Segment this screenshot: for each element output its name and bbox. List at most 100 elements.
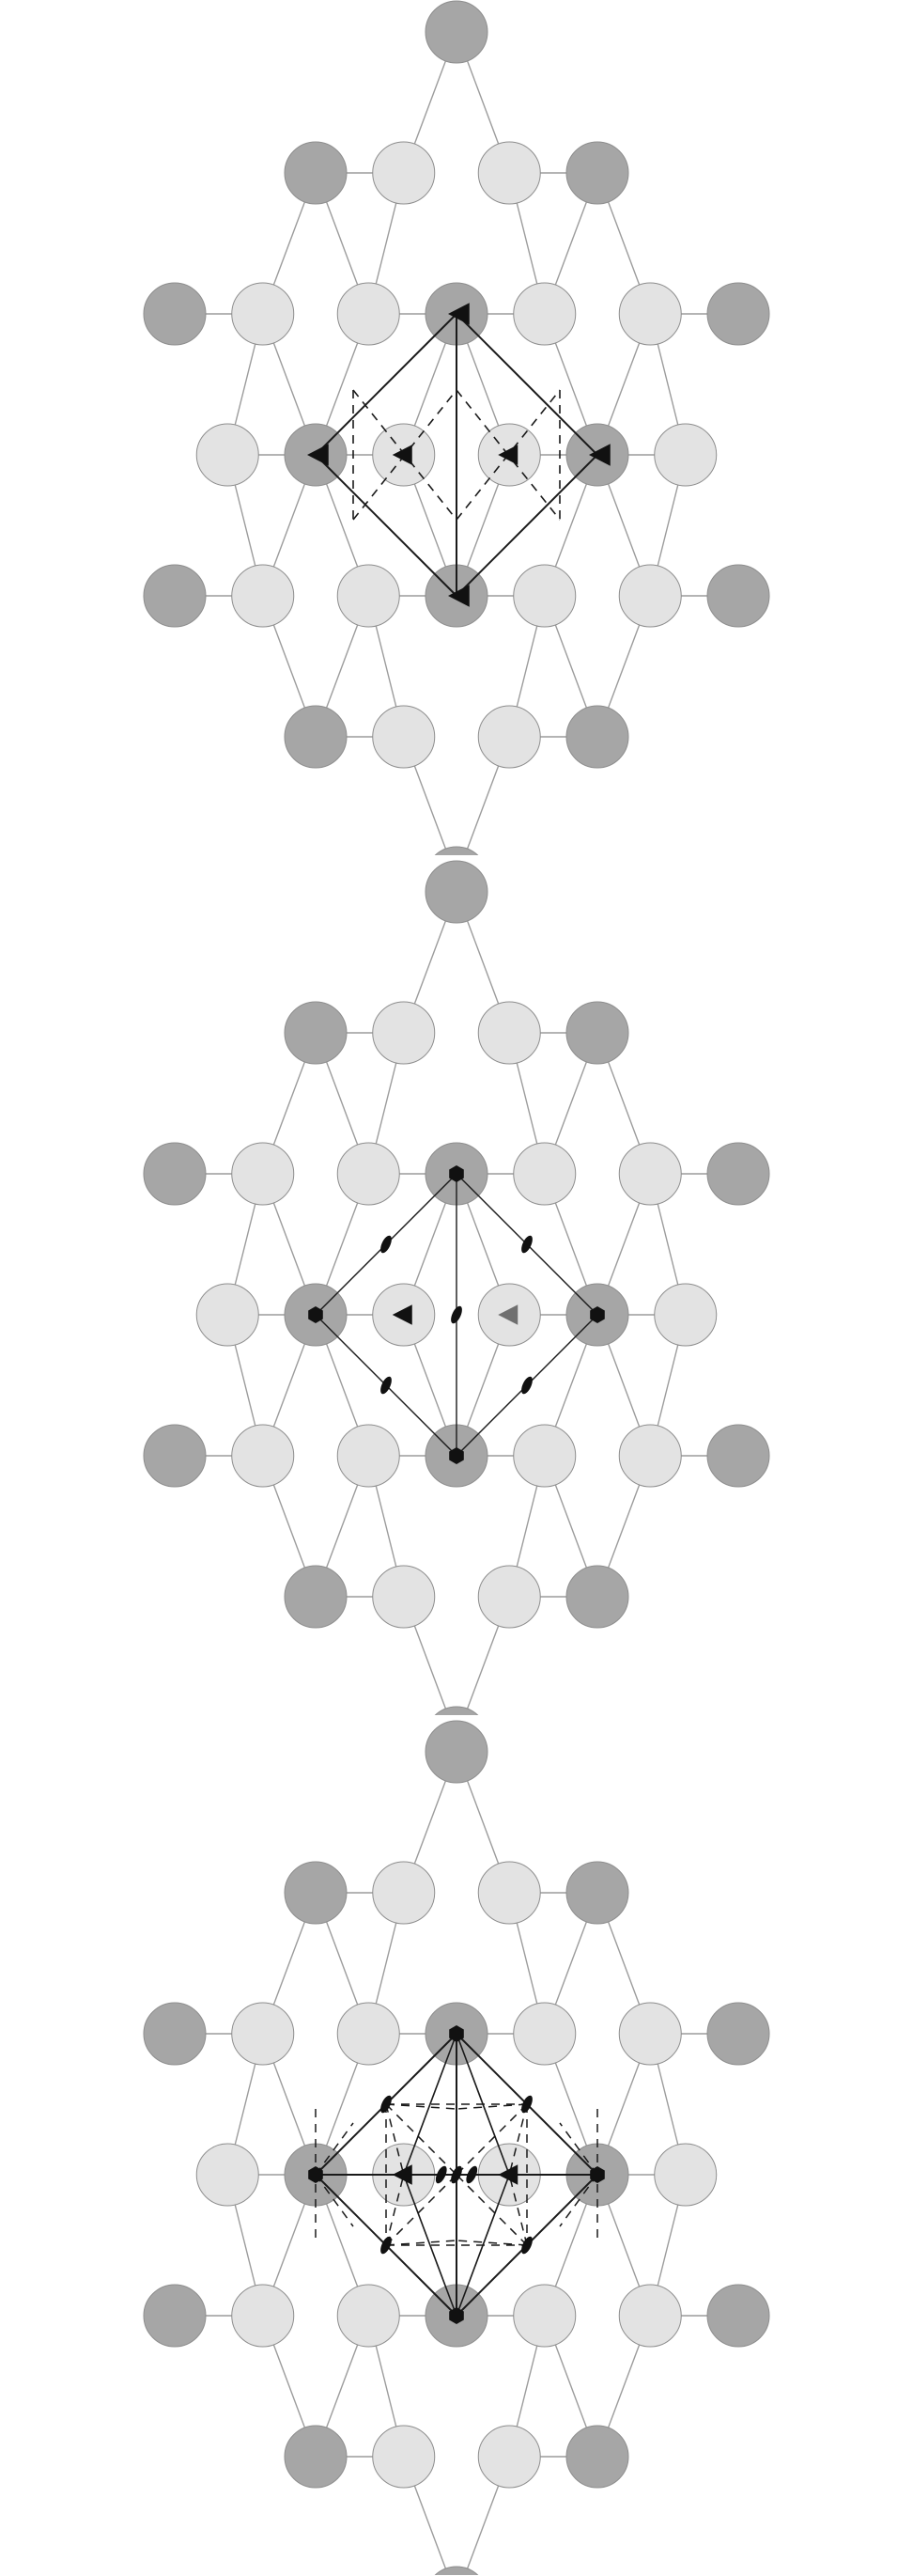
- dashed-line: [385, 2103, 457, 2176]
- dark-site: [425, 860, 488, 924]
- dark-site: [706, 564, 770, 628]
- light-site: [231, 2284, 295, 2348]
- two-fold-axis-icon: [451, 1305, 462, 1324]
- light-site: [477, 705, 541, 769]
- lattice-diagram-c: [143, 1720, 770, 2575]
- dark-site: [143, 1142, 207, 1206]
- cell-edge-line: [403, 2033, 457, 2176]
- three-fold-axis-icon: [392, 1304, 412, 1325]
- light-site: [618, 2284, 682, 2348]
- light-site: [336, 2002, 400, 2066]
- light-site: [654, 2143, 718, 2207]
- light-site: [618, 2002, 682, 2066]
- light-site: [231, 2002, 295, 2066]
- light-site: [513, 282, 577, 346]
- six-fold-axis-icon: [590, 2166, 605, 2183]
- lattice-diagram-b: [143, 860, 770, 1715]
- dashed-line: [508, 2103, 528, 2176]
- dashed-line: [385, 2033, 457, 2105]
- two-fold-axis-icon: [521, 1376, 533, 1395]
- panel-c: (в): [0, 1720, 913, 2575]
- dark-site: [706, 282, 770, 346]
- light-site: [654, 423, 718, 487]
- light-site: [336, 1142, 400, 1206]
- three-fold-axis-icon: [392, 445, 412, 465]
- dashed-line: [385, 2103, 457, 2110]
- six-fold-axis-icon: [308, 1306, 323, 1323]
- six-fold-axis-icon: [308, 2166, 323, 2183]
- dark-site: [434, 1706, 479, 1715]
- light-site: [231, 564, 295, 628]
- light-site: [513, 1424, 577, 1488]
- cell-edge-line: [315, 454, 457, 597]
- symmetry-symbols-c: [308, 2025, 605, 2324]
- light-site: [231, 1142, 295, 1206]
- light-site: [477, 1861, 541, 1925]
- dashed-line: [385, 2174, 405, 2246]
- cell-edge-line: [403, 2174, 457, 2317]
- dark-site: [284, 1861, 348, 1925]
- dashed-line: [456, 2103, 528, 2176]
- three-fold-axis-icon: [448, 303, 470, 325]
- light-site: [513, 2284, 577, 2348]
- dark-site: [565, 705, 629, 769]
- dashed-line: [456, 2240, 528, 2246]
- light-site: [336, 1424, 400, 1488]
- dark-site: [143, 564, 207, 628]
- light-site: [477, 1001, 541, 1065]
- two-fold-axis-icon: [380, 1376, 392, 1395]
- six-fold-axis-icon: [449, 2025, 464, 2042]
- dashed-line: [385, 2103, 405, 2176]
- light-site: [372, 1861, 436, 1925]
- two-fold-axis-icon: [451, 2165, 462, 2184]
- lattice-sites: [143, 860, 770, 1715]
- two-fold-axis-icon: [521, 2236, 533, 2255]
- three-fold-axis-icon: [498, 2164, 518, 2185]
- light-site: [336, 564, 400, 628]
- two-fold-axis-icon: [435, 2165, 447, 2184]
- light-site: [372, 705, 436, 769]
- dark-site: [565, 1565, 629, 1629]
- dark-site: [565, 2425, 629, 2489]
- light-site: [513, 564, 577, 628]
- light-site: [654, 1283, 718, 1347]
- dark-site: [143, 1424, 207, 1488]
- cell-edge-line: [315, 313, 457, 456]
- light-site: [231, 1424, 295, 1488]
- two-fold-axis-icon: [380, 2236, 392, 2255]
- panel-a: (а): [0, 0, 913, 855]
- three-fold-axis-icon: [392, 2164, 412, 2185]
- three-fold-axis-icon: [498, 445, 518, 465]
- light-site: [195, 2143, 259, 2207]
- light-site: [336, 2284, 400, 2348]
- light-site: [618, 282, 682, 346]
- cell-edge-line: [456, 313, 598, 456]
- dark-site: [284, 141, 348, 205]
- three-fold-axis-icon: [589, 444, 611, 466]
- dark-site: [143, 2002, 207, 2066]
- light-site: [513, 1142, 577, 1206]
- dark-site: [425, 0, 488, 64]
- symmetry-symbols-a: [307, 303, 611, 607]
- two-fold-axis-icon: [380, 2095, 392, 2114]
- dark-site: [706, 1424, 770, 1488]
- six-fold-axis-icon: [449, 1165, 464, 1182]
- dark-site: [143, 282, 207, 346]
- dark-site: [143, 2284, 207, 2348]
- six-fold-axis-icon: [449, 1447, 464, 1464]
- lattice-diagram-a: [143, 0, 770, 855]
- dark-site: [284, 1001, 348, 1065]
- light-site: [477, 141, 541, 205]
- dashed-line: [385, 2240, 457, 2246]
- dark-site: [284, 705, 348, 769]
- three-fold-axis-icon: [448, 585, 470, 607]
- dashed-line: [559, 2122, 598, 2176]
- two-fold-axis-icon: [521, 1235, 533, 1254]
- six-fold-axis-icon: [449, 2307, 464, 2324]
- dark-site: [706, 2284, 770, 2348]
- cell-edge-line: [456, 454, 598, 597]
- panel-b: (б): [0, 860, 913, 1715]
- lattice-sites: [143, 0, 770, 855]
- light-site: [372, 1001, 436, 1065]
- light-site: [231, 282, 295, 346]
